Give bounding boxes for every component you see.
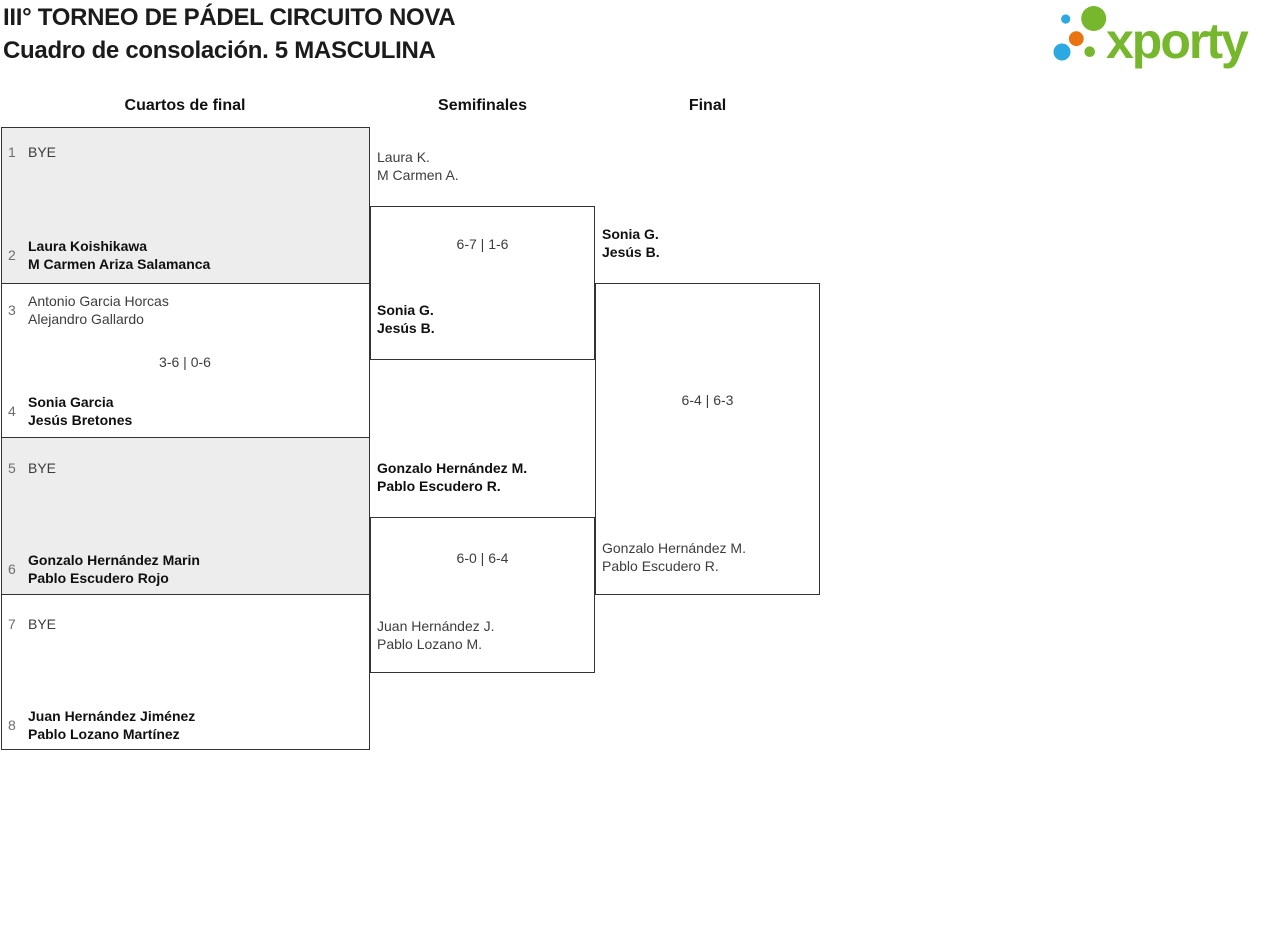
sf1-score: 6-7 | 1-6 xyxy=(456,236,509,252)
qf3-team-a: 5 BYE xyxy=(8,460,57,476)
round-label-quarterfinals: Cuartos de final xyxy=(124,97,246,114)
qf-match1-box xyxy=(1,127,370,284)
xporty-logo-dots-icon xyxy=(1053,6,1107,61)
sf1-team-a: Laura K.M Carmen A. xyxy=(377,149,459,183)
sf-match1-box xyxy=(370,206,595,360)
round-label-final: Final xyxy=(688,97,727,114)
seed-number: 5 xyxy=(8,460,16,476)
final-score: 6-4 | 6-3 xyxy=(681,392,734,408)
qf-match2-box xyxy=(1,283,370,438)
seed-number: 2 xyxy=(8,247,16,263)
qf4-team-a: 7 BYE xyxy=(8,616,57,632)
tournament-title: III° TORNEO DE PÁDEL CIRCUITO NOVA xyxy=(3,4,456,31)
qf-match4-box xyxy=(1,594,370,750)
bracket-subtitle: Cuadro de consolación. 5 MASCULINA xyxy=(3,37,436,64)
seed-number: 1 xyxy=(8,144,16,160)
page-title: III° TORNEO DE PÁDEL CIRCUITO NOVA Cuadr… xyxy=(3,1,456,67)
qf1-team-a: 1 BYE xyxy=(8,144,57,160)
final-team-b: Gonzalo Hernández M.Pablo Escudero R. xyxy=(602,540,746,574)
qf2-score: 3-6 | 0-6 xyxy=(159,354,211,370)
final-match-box xyxy=(595,283,820,595)
sf1-team-b: Sonia G.Jesús B. xyxy=(377,302,435,336)
xporty-logo-text: xporty xyxy=(1106,13,1249,69)
seed-number: 3 xyxy=(8,302,16,318)
seed-number: 8 xyxy=(8,717,16,733)
sf2-team-a: Gonzalo Hernández M.Pablo Escudero R. xyxy=(377,460,528,494)
round-label-semifinals: Semifinales xyxy=(438,97,527,114)
final-team-a: Sonia G.Jesús B. xyxy=(602,226,660,260)
seed-number: 4 xyxy=(8,403,16,419)
sf2-score: 6-0 | 6-4 xyxy=(456,550,509,566)
sf2-team-b: Juan Hernández J.Pablo Lozano M. xyxy=(377,618,495,652)
xporty-logo[interactable]: xporty xyxy=(1048,0,1280,72)
seed-number: 6 xyxy=(8,561,16,577)
seed-number: 7 xyxy=(8,616,16,632)
sf-match2-box xyxy=(370,517,595,673)
